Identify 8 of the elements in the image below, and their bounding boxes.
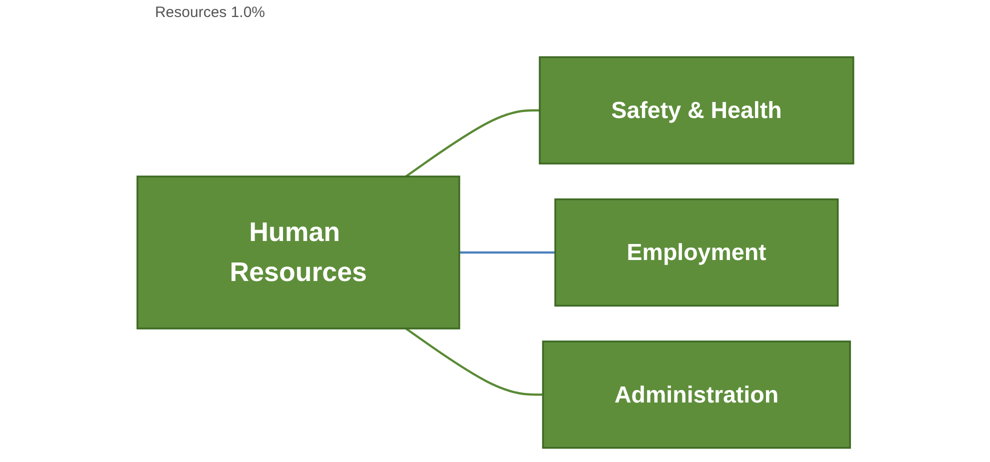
note-text: Resources 1.0% <box>154 4 266 21</box>
connector <box>404 109 540 178</box>
node-box: Safety & Health <box>538 56 854 164</box>
connector <box>458 251 555 254</box>
connector <box>404 328 543 396</box>
node-box: Employment <box>554 198 838 307</box>
node-box: Human Resources <box>136 176 460 330</box>
node-box: Administration <box>542 340 851 449</box>
